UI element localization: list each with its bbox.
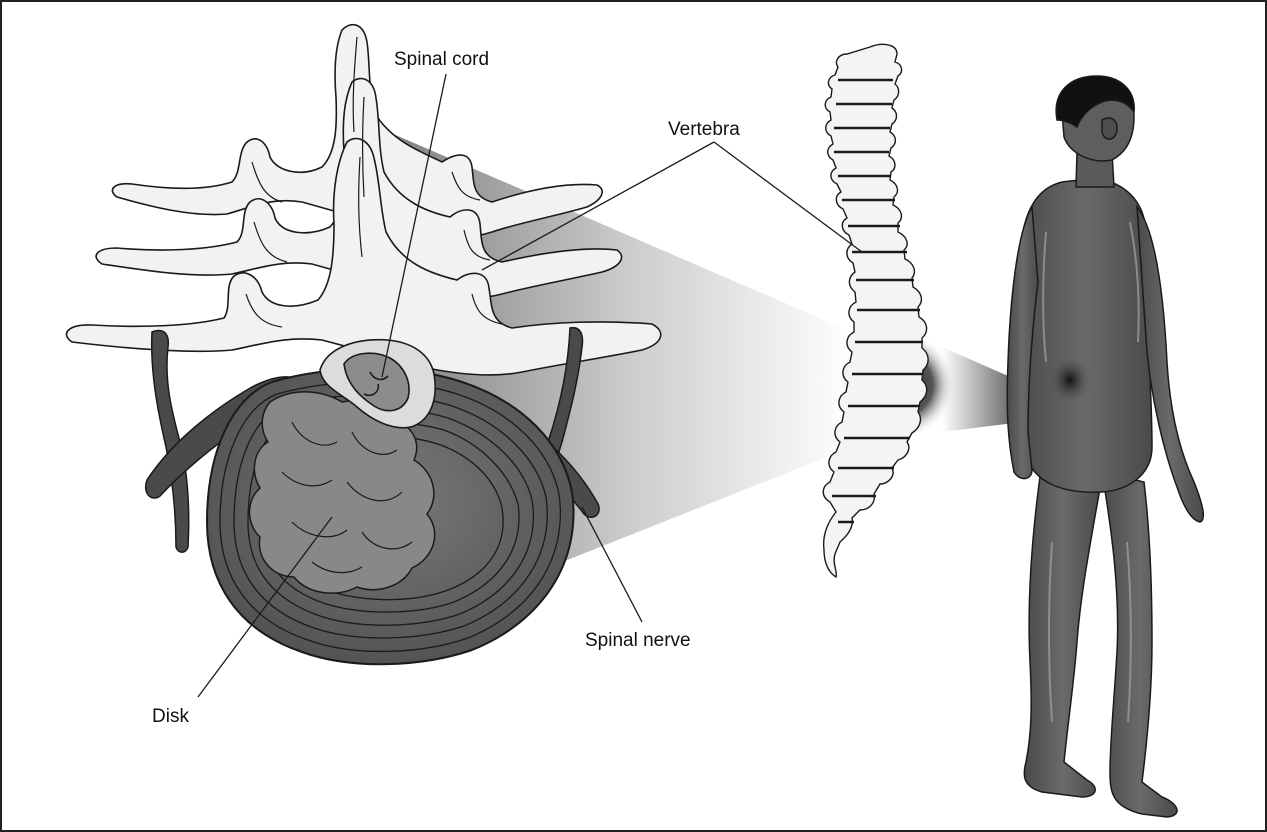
- lower-back-pain-spot: [1048, 356, 1092, 404]
- label-disk: Disk: [152, 707, 189, 726]
- label-vertebra: Vertebra: [668, 120, 740, 139]
- label-spinal-nerve: Spinal nerve: [585, 631, 691, 650]
- vertebra-stack: [66, 25, 660, 375]
- human-figure: [1007, 76, 1203, 817]
- label-spinal-cord: Spinal cord: [394, 50, 489, 69]
